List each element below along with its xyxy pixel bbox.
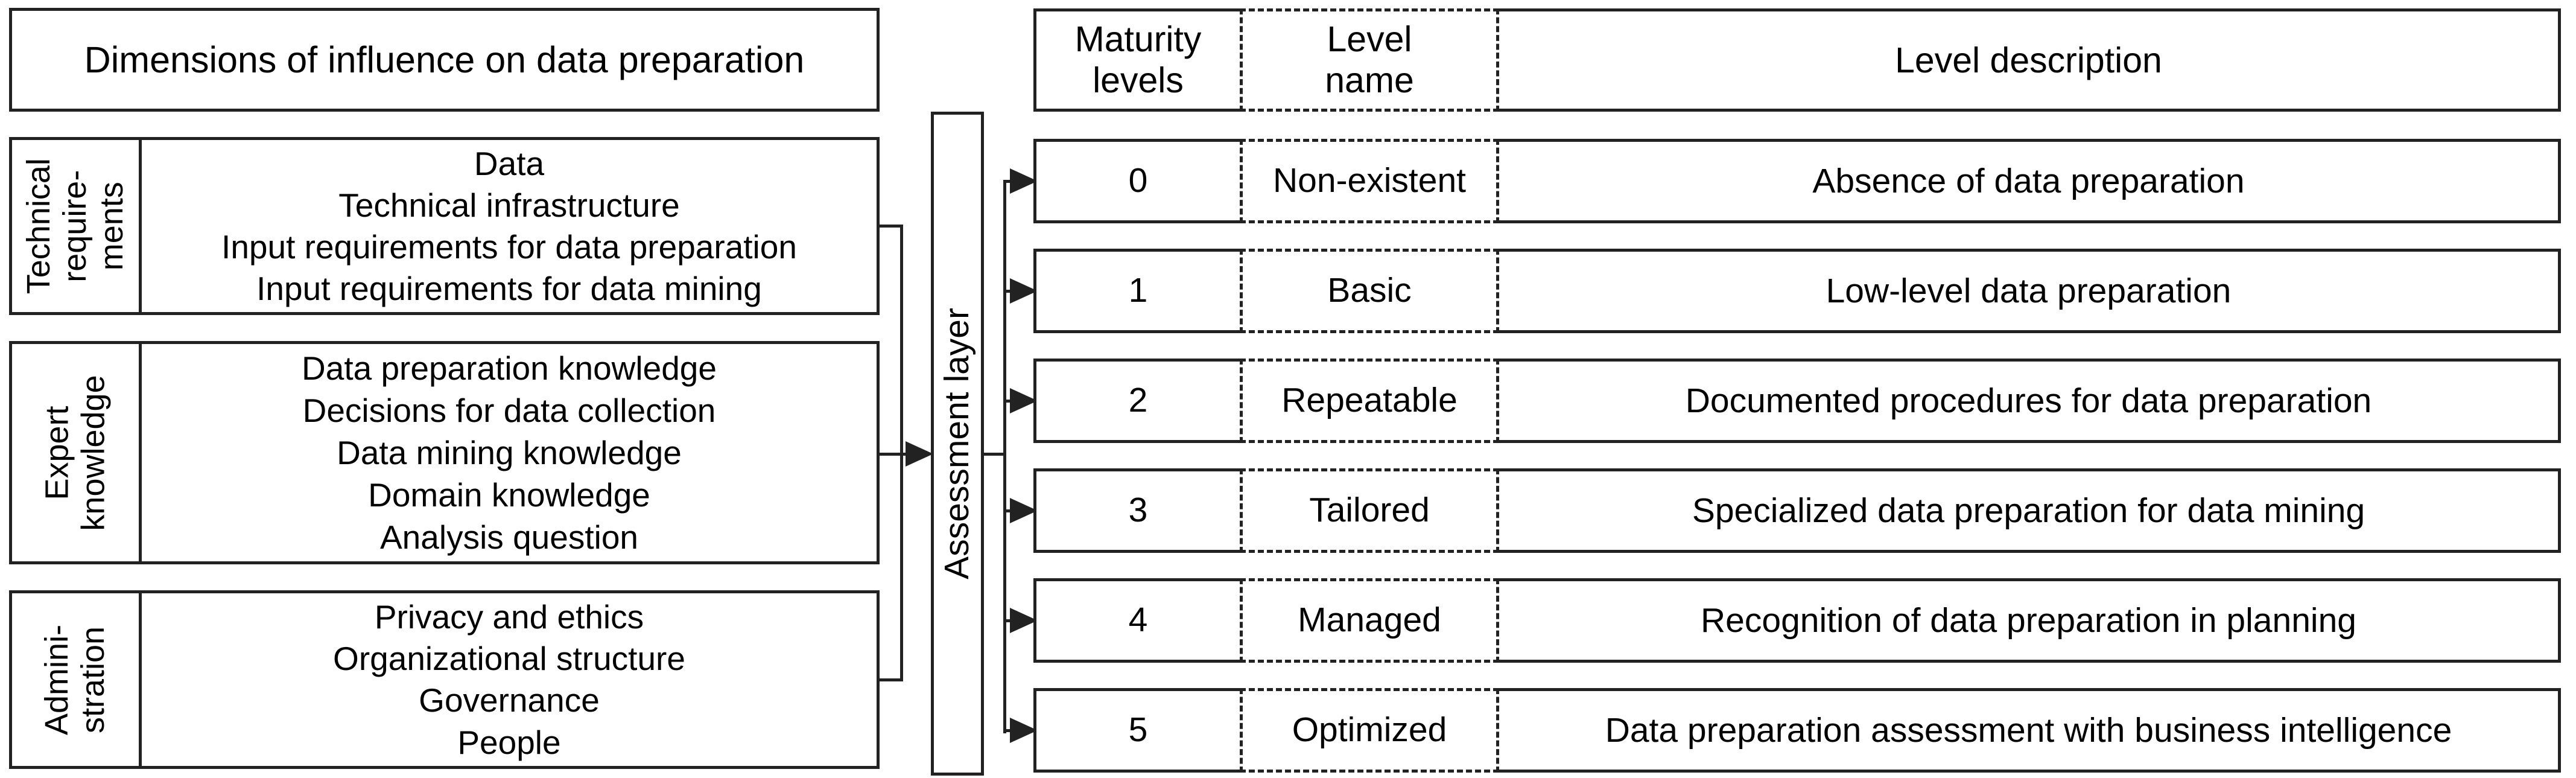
level-description-value: Specialized data preparation for data mi… (1692, 491, 2365, 530)
arrowhead-right-icon (1010, 278, 1038, 304)
connector-branch-1 (1004, 290, 1013, 293)
dimension-item: Organizational structure (333, 640, 685, 678)
technical-requirements-label: Technical require- ments (21, 158, 130, 295)
expert-knowledge-items: Data preparation knowledge Decisions for… (142, 344, 877, 561)
table-row: 1 Basic Low-level data preparation (1033, 249, 2561, 333)
dimension-item: Analysis question (379, 518, 639, 556)
dimension-item: Input requirements for data mining (256, 269, 762, 307)
connector-branch-3 (1004, 509, 1013, 512)
connector-branch-2 (1004, 400, 1013, 403)
administration-label: Admini- stration (39, 624, 112, 735)
connector-main-line (878, 453, 908, 456)
dimension-item: Governance (419, 681, 600, 719)
arrowhead-right-icon (906, 441, 933, 467)
assessment-layer-label: Assessment layer (937, 308, 977, 579)
dimension-item: Privacy and ethics (374, 598, 644, 636)
dimension-item: Data preparation knowledge (302, 349, 717, 387)
connector-branch-0 (1004, 180, 1013, 183)
header-level-description: Level description (1895, 40, 2162, 80)
table-header-row: Maturity levels Level name Level descrip… (1033, 8, 2561, 112)
diagram-title: Dimensions of influence on data preparat… (84, 39, 805, 80)
maturity-level-value: 2 (1128, 381, 1148, 420)
connector-technical-stub (878, 225, 903, 228)
level-name-value: Managed (1240, 578, 1499, 663)
level-name-value: Basic (1240, 249, 1499, 333)
technical-requirements-box: Technical require- ments Data Technical … (9, 137, 880, 315)
dimension-item: Data (474, 144, 545, 182)
header-level-name: Level name (1240, 8, 1499, 112)
assessment-layer-box: Assessment layer (931, 112, 984, 776)
connector-branch-5 (1004, 729, 1013, 732)
dimension-item: Decisions for data collection (302, 391, 716, 429)
maturity-level-value: 1 (1128, 271, 1148, 310)
connector-branch-4 (1004, 619, 1013, 622)
header-maturity-levels: Maturity levels (1074, 19, 1202, 100)
maturity-level-value: 5 (1128, 710, 1148, 750)
arrowhead-right-icon (1010, 498, 1038, 523)
maturity-level-value: 4 (1128, 601, 1148, 640)
arrowhead-right-icon (1010, 168, 1038, 194)
technical-requirements-items: Data Technical infrastructure Input requ… (142, 140, 877, 312)
table-row: 0 Non-existent Absence of data preparati… (1033, 139, 2561, 223)
level-description-value: Low-level data preparation (1826, 272, 2232, 310)
dimension-item: Technical infrastructure (338, 186, 680, 224)
dimension-item: Input requirements for data preparation (221, 228, 797, 266)
table-row: 4 Managed Recognition of data preparatio… (1033, 578, 2561, 663)
technical-requirements-label-cell: Technical require- ments (12, 140, 142, 312)
table-row: 2 Repeatable Documented procedures for d… (1033, 359, 2561, 443)
arrowhead-right-icon (1010, 608, 1038, 633)
level-description-value: Documented procedures for data preparati… (1685, 381, 2372, 420)
table-row: 3 Tailored Specialized data preparation … (1033, 468, 2561, 553)
arrowhead-right-icon (1010, 388, 1038, 413)
title-box: Dimensions of influence on data preparat… (9, 8, 880, 112)
connector-trunk-horizontal (982, 453, 1006, 456)
administration-label-cell: Admini- stration (12, 593, 142, 766)
administration-items: Privacy and ethics Organizational struct… (142, 593, 877, 766)
level-description-value: Data preparation assessment with busines… (1605, 711, 2452, 750)
expert-knowledge-label: Expert knowledge (39, 374, 112, 531)
arrowhead-right-icon (1010, 718, 1038, 743)
level-description-value: Recognition of data preparation in plann… (1701, 601, 2356, 640)
dimension-item: Domain knowledge (368, 476, 650, 514)
dimension-item: Data mining knowledge (337, 433, 682, 471)
maturity-level-value: 0 (1128, 161, 1148, 200)
expert-knowledge-label-cell: Expert knowledge (12, 344, 142, 561)
level-name-value: Optimized (1240, 688, 1499, 773)
level-name-value: Repeatable (1240, 359, 1499, 443)
maturity-level-value: 3 (1128, 491, 1148, 530)
administration-box: Admini- stration Privacy and ethics Orga… (9, 590, 880, 769)
connector-administration-stub (878, 678, 903, 681)
table-row: 5 Optimized Data preparation assessment … (1033, 688, 2561, 773)
level-description-value: Absence of data preparation (1812, 162, 2245, 200)
expert-knowledge-box: Expert knowledge Data preparation knowle… (9, 341, 880, 564)
level-name-value: Tailored (1240, 468, 1499, 553)
level-name-value: Non-existent (1240, 139, 1499, 223)
dimension-item: People (457, 723, 561, 761)
connector-trunk-vertical (1003, 180, 1006, 733)
